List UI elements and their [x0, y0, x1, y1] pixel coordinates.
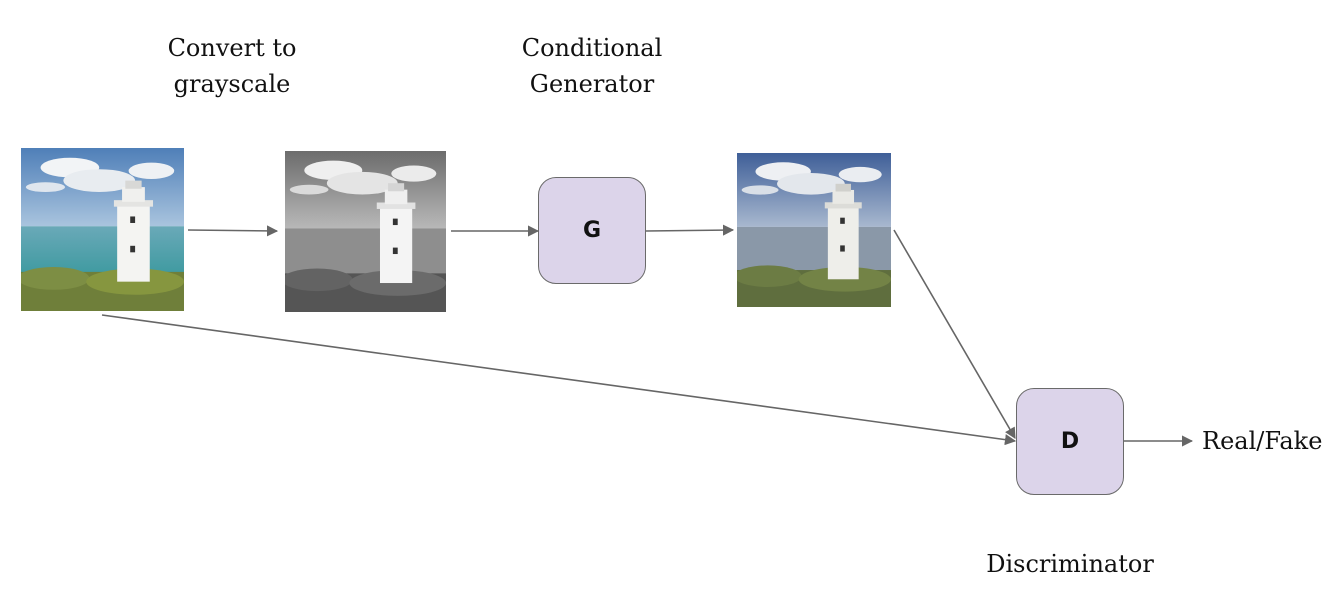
generator-node: G	[538, 177, 646, 284]
discriminator-node: D	[1016, 388, 1124, 495]
arrow-input-to-discriminator	[101, 314, 1017, 446]
generator-label: Conditional Generator	[492, 30, 692, 102]
generator-label-line2: Generator	[529, 70, 655, 98]
arrow-generated-to-discriminator	[893, 229, 1016, 439]
arrow-generator-to-output	[645, 224, 735, 236]
lighthouse-grayscale-image	[285, 151, 446, 312]
arrow-input-to-grayscale	[187, 225, 279, 237]
grayscale-label-line2: grayscale	[173, 70, 291, 98]
generator-label-line1: Conditional	[521, 34, 663, 62]
lighthouse-color-image	[21, 148, 184, 311]
grayscale-label-line1: Convert to	[167, 34, 297, 62]
lighthouse-generated-image	[737, 153, 891, 307]
output-label: Real/Fake	[1202, 427, 1323, 455]
discriminator-label: Discriminator	[986, 550, 1154, 578]
grayscale-step-label: Convert to grayscale	[132, 30, 332, 102]
